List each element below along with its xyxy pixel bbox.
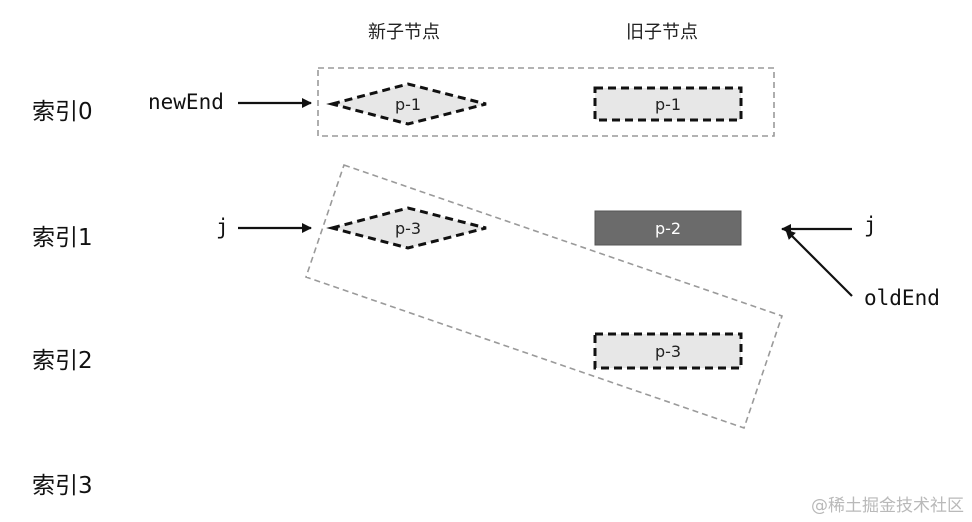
- row-label-index1: 索引1: [32, 225, 93, 251]
- new-node-p3-diamond: [326, 206, 487, 250]
- watermark: @稀土掘金技术社区: [811, 496, 964, 516]
- row-label-index2: 索引2: [32, 348, 93, 374]
- pointer-oldend-label: oldEnd: [864, 286, 940, 310]
- header-new-children: 新子节点: [368, 22, 440, 43]
- pointer-j-old-label: j: [864, 213, 877, 237]
- row-label-index3: 索引3: [32, 473, 93, 499]
- group-box-p3-link: [304, 163, 784, 430]
- old-node-p3-label: p-3: [655, 342, 681, 361]
- old-node-p2-box: [594, 210, 742, 246]
- header-old-children: 旧子节点: [626, 22, 698, 43]
- old-node-p1-box: [593, 86, 743, 122]
- old-node-p1-label: p-1: [655, 95, 681, 114]
- new-node-p1-diamond: [326, 82, 487, 126]
- pointer-j-new-label: j: [216, 215, 229, 239]
- new-node-p1-label: p-1: [395, 95, 421, 114]
- arrow-oldend: [785, 229, 853, 297]
- group-box-index0: [317, 67, 775, 137]
- new-node-p3-label: p-3: [395, 219, 421, 238]
- pointer-newend-label: newEnd: [148, 90, 224, 114]
- row-label-index0: 索引0: [32, 99, 93, 125]
- old-node-p2-label: p-2: [655, 219, 681, 238]
- old-node-p3-box: [593, 332, 743, 370]
